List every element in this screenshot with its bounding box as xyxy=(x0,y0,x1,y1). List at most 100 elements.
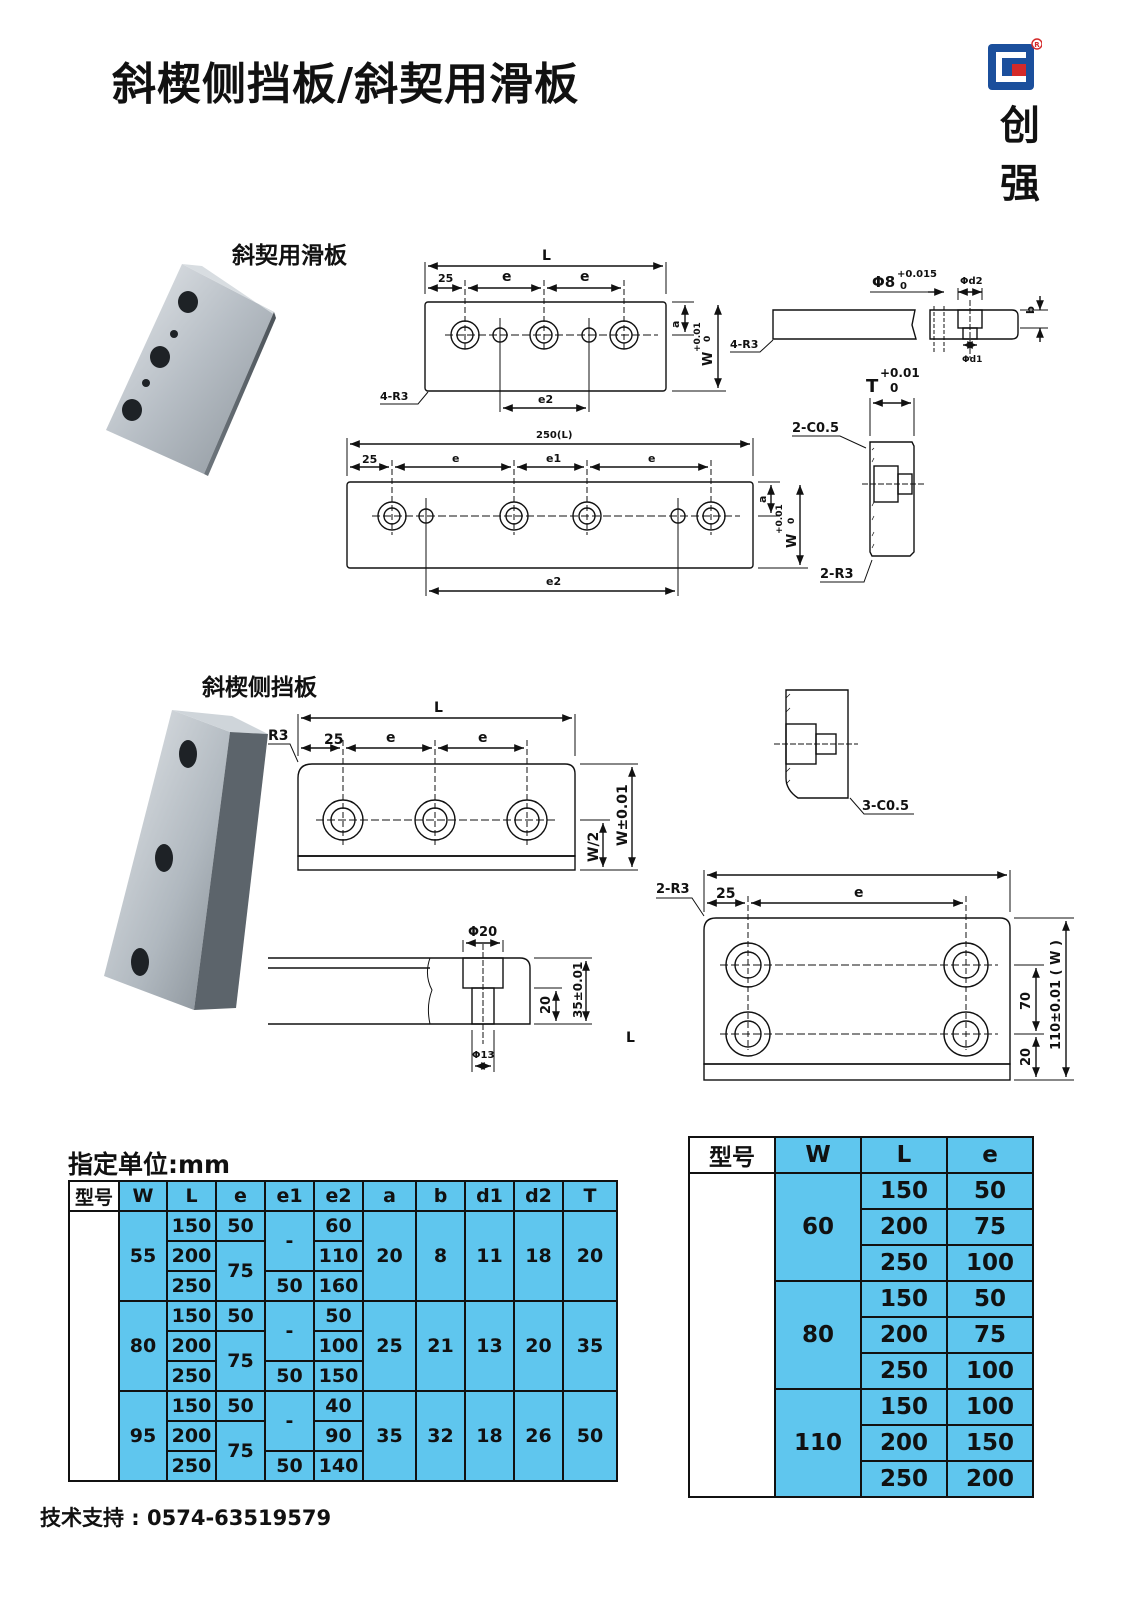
dim-e: e xyxy=(580,269,590,285)
dim-w-half: W/2 xyxy=(586,832,602,862)
dim-w-pm: W±0.01 xyxy=(615,784,631,846)
dim-e: e xyxy=(386,730,396,746)
dim-phi13: Φ13 xyxy=(472,1050,494,1061)
cell-L: 150 xyxy=(166,1390,217,1422)
dim-W-zero: 0 xyxy=(703,336,713,342)
cell-e: 100 xyxy=(946,1244,1034,1282)
model-cell xyxy=(688,1172,776,1498)
cell-e: 75 xyxy=(946,1316,1034,1354)
cell-e: 75 xyxy=(215,1330,266,1392)
cell-L: 200 xyxy=(166,1420,217,1452)
table-row: 80 150 50 xyxy=(689,1280,1034,1390)
dim-a: a xyxy=(669,321,682,328)
cell-d1: 13 xyxy=(464,1300,515,1392)
cell-W: 80 xyxy=(774,1280,862,1390)
cell-e2: 50 xyxy=(313,1300,364,1332)
cell-L: 200 xyxy=(860,1424,948,1462)
col-header: a xyxy=(362,1180,417,1212)
brand-char-1: 创 xyxy=(1000,103,1040,149)
cell-d2: 26 xyxy=(513,1390,564,1482)
cell-L: 150 xyxy=(166,1300,217,1332)
plate-photo xyxy=(104,710,268,1010)
dim-e: e xyxy=(854,885,864,901)
dim-25: 25 xyxy=(438,272,453,285)
slide-spec-table: 型号 W L e e1 e2 a b d1 d2 T 55 150 50 - 6… xyxy=(68,1180,618,1482)
dim-a: a xyxy=(756,496,769,503)
units-label: 指定单位:mm xyxy=(68,1150,231,1179)
cell-T: 50 xyxy=(562,1390,618,1482)
dim-250L: 250(L) xyxy=(536,430,572,441)
brand-char-2: 强 xyxy=(1000,161,1040,207)
cell-e: 75 xyxy=(215,1240,266,1302)
cell-W: 80 xyxy=(118,1300,168,1392)
dim-25: 25 xyxy=(362,453,377,466)
col-header: 型号 xyxy=(688,1136,776,1174)
cell-a: 25 xyxy=(362,1300,417,1392)
dim-70: 70 xyxy=(1019,992,1034,1010)
cell-e2: 110 xyxy=(313,1240,364,1272)
cell-L: 200 xyxy=(166,1330,217,1362)
table-row: 250 200 xyxy=(689,1460,1034,1498)
table-row: 110 150 100 xyxy=(689,1388,1034,1498)
dim-e: e xyxy=(502,269,512,285)
col-header: L xyxy=(166,1180,217,1212)
cell-e: 100 xyxy=(946,1352,1034,1390)
cell-e: 75 xyxy=(946,1208,1034,1246)
cell-e1: 50 xyxy=(264,1360,315,1392)
dim-20: 20 xyxy=(539,996,554,1014)
cell-e: 50 xyxy=(946,1280,1034,1318)
page-title: 斜楔侧挡板/斜契用滑板 xyxy=(112,59,580,110)
cell-L: 150 xyxy=(166,1210,217,1242)
col-header: d2 xyxy=(513,1180,564,1212)
dim-phi20: Φ20 xyxy=(468,925,497,940)
cell-e2: 90 xyxy=(313,1420,364,1452)
dim-T: T xyxy=(866,376,879,397)
slide-photo xyxy=(106,264,276,476)
dim-L: L xyxy=(434,700,443,716)
cell-e2: 160 xyxy=(313,1270,364,1302)
dim-e2: e2 xyxy=(538,393,553,406)
table-row: 55 150 50 - 60 20 8 11 18 20 xyxy=(68,1210,618,1482)
dim-T-up: +0.01 xyxy=(880,366,920,380)
cell-b: 21 xyxy=(415,1300,466,1392)
cell-T: 20 xyxy=(562,1210,618,1302)
cell-b: 8 xyxy=(415,1210,466,1302)
table-header-row: 型号 W L e xyxy=(688,1136,1034,1174)
cell-e1: - xyxy=(264,1390,315,1452)
cell-L: 150 xyxy=(860,1388,948,1426)
dim-35: 35±0.01 xyxy=(571,962,585,1018)
cell-T: 35 xyxy=(562,1300,618,1392)
col-header: L xyxy=(860,1136,948,1174)
dim-tol-zero: 0 xyxy=(900,281,907,292)
brand-logo: R xyxy=(988,38,1042,90)
dim-L-bare: L xyxy=(626,1030,635,1046)
plate-spec-table: 型号 W L e 60 150 50 200 75 250 100 80 150… xyxy=(688,1136,1034,1498)
col-header: T xyxy=(562,1180,618,1212)
dim-2r3-plate: 2-R3 xyxy=(656,882,690,897)
dim-e: e xyxy=(478,730,488,746)
cell-L: 250 xyxy=(860,1244,948,1282)
table-row: 200 75 100 xyxy=(69,1330,617,1392)
dim-e1: e1 xyxy=(546,452,561,465)
dim-4r3-side: 4-R3 xyxy=(730,338,758,351)
cell-e1: - xyxy=(264,1300,315,1362)
dim-phid2: Φd2 xyxy=(960,276,983,287)
col-header: W xyxy=(774,1136,862,1174)
cell-W: 110 xyxy=(774,1388,862,1498)
cell-e1: 50 xyxy=(264,1450,315,1482)
dim-W-zero: 0 xyxy=(787,518,797,524)
col-header: e2 xyxy=(313,1180,364,1212)
cell-L: 250 xyxy=(860,1352,948,1390)
dim-W: W xyxy=(785,534,800,548)
col-header: e xyxy=(215,1180,266,1212)
dim-110: 110±0.01 ( W ) xyxy=(1049,940,1064,1050)
cell-e1: 50 xyxy=(264,1270,315,1302)
table-row: 250 100 xyxy=(689,1244,1034,1282)
col-header: d1 xyxy=(464,1180,515,1212)
cell-e2: 150 xyxy=(313,1360,364,1392)
dim-L: L xyxy=(542,248,551,264)
cell-L: 200 xyxy=(860,1316,948,1354)
dim-phid1: Φd1 xyxy=(962,355,982,365)
cell-e: 150 xyxy=(946,1424,1034,1462)
dim-phi8: Φ8 xyxy=(872,273,895,291)
